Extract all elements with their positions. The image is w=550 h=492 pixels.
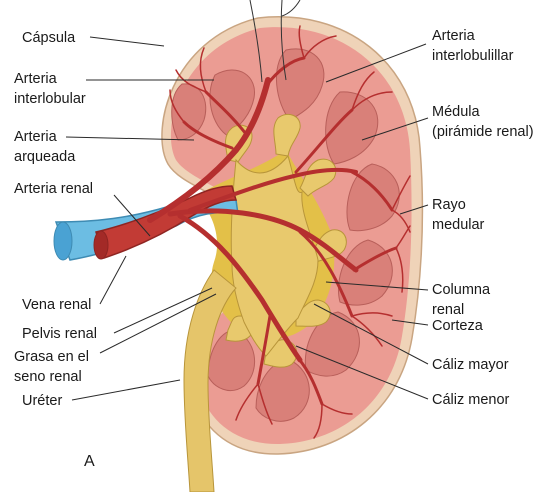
renal-artery-opening <box>94 231 108 259</box>
label-medula: Médula (pirámide renal) <box>432 104 534 140</box>
leader-capsula <box>90 37 164 46</box>
leader-ureter <box>72 380 180 400</box>
label-ureter: Uréter <box>22 393 62 409</box>
label-arteria-interlobulillar: Arteria interlobulillar <box>432 28 514 64</box>
label-arteria-arqueada: Arteria arqueada <box>14 129 76 165</box>
label-vena-renal: Vena renal <box>22 297 91 313</box>
label-grasa-seno-renal: Grasa en el seno renal <box>14 349 93 385</box>
panel-letter: A <box>84 453 95 470</box>
renal-vein-opening <box>54 222 72 260</box>
label-corteza: Corteza <box>432 318 484 334</box>
label-caliz-mayor: Cáliz mayor <box>432 357 509 373</box>
label-capsula: Cápsula <box>22 30 76 46</box>
label-rayo-medular: Rayo medular <box>432 197 485 233</box>
label-caliz-menor: Cáliz menor <box>432 392 510 408</box>
leader-vena-renal <box>100 256 126 304</box>
label-columna-renal: Columna renal <box>432 282 494 318</box>
label-pelvis-renal: Pelvis renal <box>22 326 97 342</box>
label-arteria-renal: Arteria renal <box>14 181 93 197</box>
label-arteria-interlobular: Arteria interlobular <box>14 71 86 107</box>
